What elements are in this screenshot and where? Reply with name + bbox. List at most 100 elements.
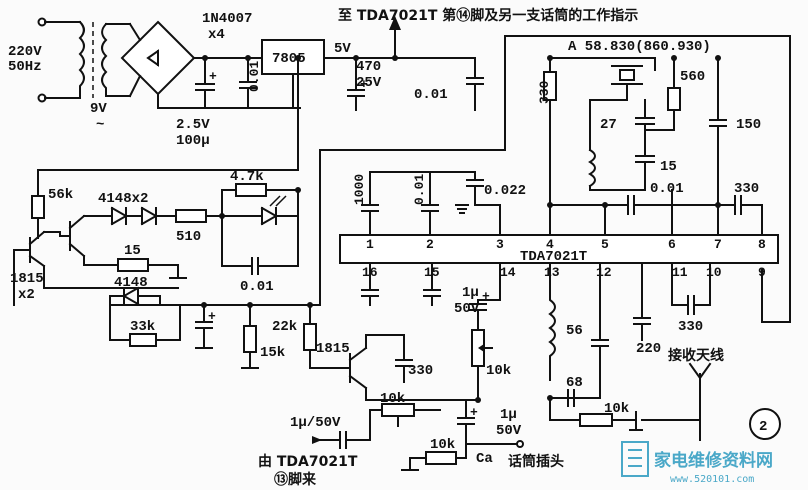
cap-0.022-label: 0.022 (484, 183, 526, 199)
watermark-site: 家电维修资料网 (654, 450, 773, 471)
capacitor-68 (549, 389, 601, 407)
cap-150-label: 150 (736, 117, 761, 133)
ic-pin-9: 9 (758, 265, 766, 280)
voltage-regulator (261, 39, 325, 75)
ic-pin-1: 1 (366, 237, 374, 252)
top-note: 至 TDA7021T 第⑭脚及另一支话筒的工作指示 (338, 7, 638, 24)
cap-1000-label: 1000 (352, 174, 367, 205)
capacitor-1000-pin1 (361, 171, 379, 236)
capacitor-220 (633, 262, 651, 341)
input-cap-label: 1μ/50V (290, 415, 341, 431)
frequency-tag: A 58.830(860.930) (568, 39, 711, 55)
capacitor-1u-b (457, 399, 475, 445)
resistor-15-label: 15 (124, 243, 141, 259)
capacitor-330-pins (671, 262, 711, 315)
cap-330-right-label: 330 (734, 181, 759, 197)
inductor-56-label: 56 (566, 323, 583, 339)
pin3-wire (474, 197, 501, 236)
ic-pin-2: 2 (426, 237, 434, 252)
r10k-c-ground (401, 457, 427, 471)
r33k-left-lead (109, 304, 131, 341)
transistor-1815 (348, 334, 405, 401)
capacitor-0.01-supply (239, 57, 257, 109)
resistor-15 (117, 258, 149, 272)
svg-text:+: + (209, 69, 217, 84)
figure-number-circle (749, 408, 781, 440)
cap-0.01-led-label: 0.01 (240, 279, 274, 295)
r15k-leads (241, 304, 259, 369)
capacitor-0.01-led (221, 215, 299, 275)
transformer (44, 20, 131, 99)
ic-pin-14: 14 (500, 265, 516, 280)
input-capacitor (319, 431, 371, 449)
mic-jack-label: 话筒插头 (508, 453, 564, 470)
ic-pin-6: 6 (668, 237, 676, 252)
bottom-ground-icon (611, 411, 643, 431)
cap-68-label: 68 (566, 375, 583, 391)
resistor-330-label: 330 (537, 80, 552, 104)
resistor-56k (31, 195, 45, 219)
pot-wiper-arrow-icon (478, 344, 484, 352)
supply-drop-wire (37, 57, 299, 197)
capacitor-0.01-pin2 (421, 171, 439, 236)
pin5-pin6-wire (604, 189, 673, 236)
capacitor-pin15 (423, 262, 441, 306)
antenna-feed-wire (641, 419, 701, 441)
capacitor-1u-pin14 (469, 299, 487, 331)
tda7021t-ic: TDA7021T 1 2 3 4 5 6 7 8 16 15 14 13 12 … (339, 234, 779, 280)
note-arrow-icon (389, 16, 401, 30)
resistor-560-label: 560 (680, 69, 705, 85)
transistor-pair-qty: x2 (18, 287, 35, 303)
resistor-560 (667, 87, 681, 111)
ic-pin-10: 10 (706, 265, 722, 280)
mic-jack-terminal (516, 440, 524, 448)
rectifier-label: 1N4007 (202, 11, 252, 27)
junction-dots (201, 55, 721, 403)
cap-15-label: 15 (660, 159, 677, 175)
from-pin-label: ⑬脚来 (274, 471, 317, 488)
resistor-56k-label: 56k (48, 187, 73, 203)
svg-text:+: + (482, 289, 490, 304)
bridge-rectifier (120, 20, 196, 98)
cap-50v-pin14-label: 50V (454, 301, 480, 317)
pot-10k-label: 10k (486, 363, 511, 379)
resistor-22k-label: 22k (272, 319, 297, 335)
indicator-led (243, 189, 299, 226)
transistor-1815-label: 1815 (316, 341, 350, 357)
rectifier-qty-label: x4 (208, 27, 225, 43)
capacitor-0.01-mid (549, 195, 719, 215)
cap-0.01-pin2-label: 0.01 (412, 174, 427, 205)
resistor-10k-c (425, 451, 457, 465)
capacitor-150 (709, 57, 727, 236)
outer-feedback-wire (319, 35, 791, 323)
resistor-4.7k-label: 4.7k (230, 169, 264, 185)
cap-330-pins-label: 330 (678, 319, 703, 335)
mains-frequency-label: 50Hz (8, 59, 42, 75)
svg-text:+: + (360, 77, 368, 92)
cap-0.01-top-label: 0.01 (414, 87, 448, 103)
from-ic-label: 由 TDA7021T (258, 453, 358, 470)
filter-capacitor-100u: + (195, 57, 217, 109)
watermark-url: www.520101.com (670, 474, 754, 485)
diode-4148-label: 4148 (114, 275, 148, 291)
cap-1u-pin14-label: 1μ (462, 285, 479, 301)
figure-number: 2 (759, 419, 767, 435)
ic-pin-11: 11 (672, 265, 688, 280)
resistor-33k-label: 33k (130, 319, 155, 335)
output-voltage-label: 5V (334, 41, 351, 57)
capacitor-0.01-top (394, 57, 484, 111)
pin4-top-wire (549, 57, 656, 71)
ic-pin-13: 13 (544, 265, 560, 280)
resistor-10k-bottom-label: 10k (604, 401, 629, 417)
ground-rail (157, 93, 301, 109)
ca-label: Ca (476, 451, 493, 467)
cap-220-label: 220 (636, 341, 661, 357)
ic-pin-7: 7 (714, 237, 722, 252)
diode-4148 (109, 286, 161, 306)
capacitor-pin-left (195, 304, 213, 349)
transistor-pair-label: 1815 (10, 271, 44, 287)
cap-0.01-mid-label: 0.01 (650, 181, 684, 197)
capacitor-pin16 (361, 262, 379, 306)
ic-pin-5: 5 (601, 237, 609, 252)
